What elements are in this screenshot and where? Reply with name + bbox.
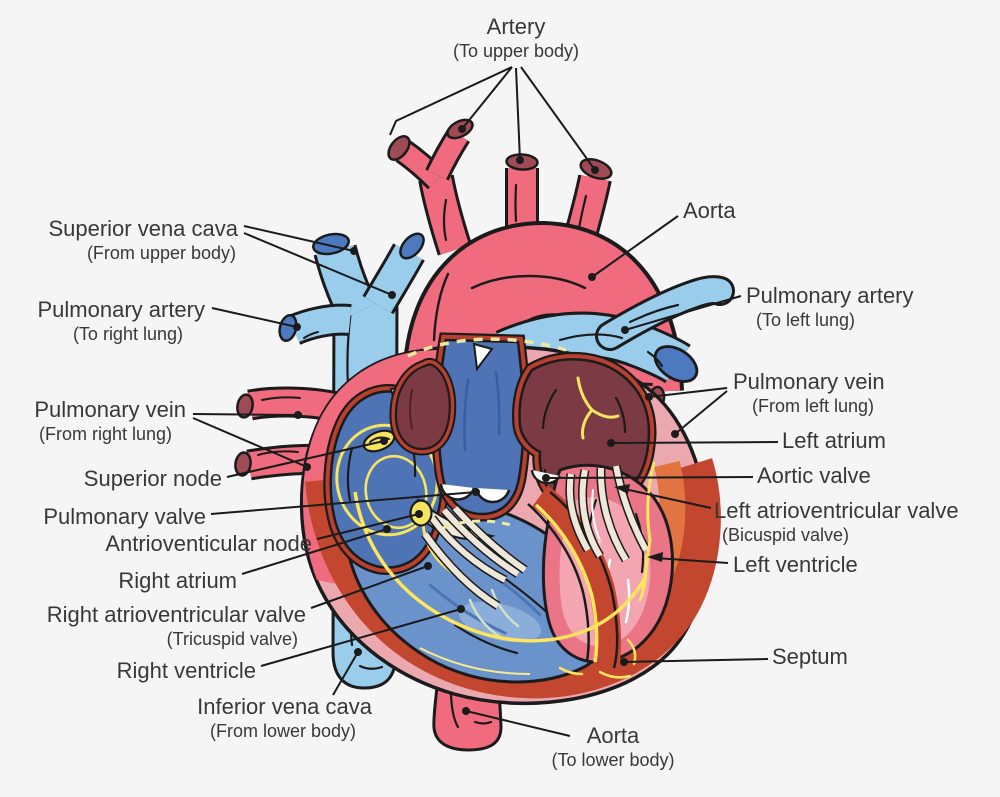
- leader-pa-right: [211, 307, 298, 328]
- label-aorta-lower: Aorta (To lower body): [551, 723, 674, 772]
- leader-left-atrium: [610, 441, 779, 444]
- label-text: Left ventricle: [733, 552, 858, 577]
- label-subtext: (From upper body): [86, 242, 236, 263]
- arrowhead-left-av-valve: [614, 484, 630, 494]
- label-subtext: (Bicuspid valve): [722, 524, 850, 545]
- svc-opening-left: [312, 232, 350, 256]
- label-text: Right ventricle: [116, 658, 256, 683]
- leader-left-ventricle: [654, 557, 729, 564]
- pa-left-opening: [653, 345, 699, 383]
- tricuspid-chordae: [416, 498, 528, 610]
- label-text: Antrioventicular node: [105, 531, 312, 556]
- dashed-pathway: [407, 337, 567, 530]
- leader-lines: [192, 66, 779, 737]
- label-subtext: (To right lung): [72, 323, 183, 344]
- label-text: Aortic valve: [757, 463, 871, 488]
- label-septum: Septum: [772, 644, 848, 671]
- leader-av-node: [316, 513, 420, 540]
- label-text: Left atrium: [782, 428, 886, 453]
- label-pulmonary-vein-left: Pulmonary vein (From left lung): [733, 369, 885, 418]
- leader-right-atrium: [241, 528, 388, 575]
- label-text: Right atrioventricular valve: [46, 602, 306, 627]
- label-subtext: (From left lung): [752, 395, 875, 416]
- label-left-atrium: Left atrium: [782, 428, 886, 455]
- label-subtext: (To left lung): [756, 309, 856, 330]
- label-text: Left atrioventricular valve: [714, 498, 959, 523]
- leader-right-ventricle: [260, 608, 462, 667]
- leader-ivc: [332, 651, 359, 696]
- label-antrioventicular-node: Antrioventicular node: [105, 531, 312, 558]
- label-subtext: (From right lung): [38, 423, 172, 444]
- artery-opening-1: [387, 135, 411, 161]
- label-text: Aorta: [586, 723, 640, 748]
- label-subtext: (To lower body): [551, 749, 675, 770]
- leader-pulmonary-valve: [210, 491, 477, 515]
- label-text: Inferior vena cava: [197, 694, 372, 719]
- leader-septum: [623, 658, 769, 663]
- label-text: Pulmonary artery: [746, 283, 914, 308]
- leader-artery-upper-1: [389, 66, 513, 136]
- leader-aorta: [591, 215, 679, 278]
- leader-pv-left-2: [674, 390, 728, 435]
- label-left-av-valve: Left atrioventricular valve (Bicuspid va…: [714, 498, 959, 547]
- leader-artery-upper-2: [461, 66, 513, 130]
- heart-body: [299, 332, 721, 706]
- label-aorta: Aorta: [683, 198, 736, 225]
- label-superior-vena-cava: Superior vena cava (From upper body): [48, 216, 238, 265]
- leader-svc-1: [243, 225, 355, 252]
- label-right-atrium: Right atrium: [118, 568, 237, 595]
- label-pulmonary-artery-left: Pulmonary artery (To left lung): [746, 283, 914, 332]
- leader-artery-upper-4: [520, 66, 596, 171]
- trunk-white-notch: [472, 342, 494, 372]
- sa-node: [362, 429, 396, 453]
- label-left-ventricle: Left ventricle: [733, 552, 858, 579]
- atrial-appendage: [389, 358, 457, 456]
- label-pulmonary-artery-right: Pulmonary artery (To right lung): [37, 297, 205, 346]
- label-text: Artery: [486, 14, 546, 39]
- leader-svc-2: [243, 232, 393, 296]
- label-artery-upper: Artery (To upper body): [453, 14, 579, 63]
- label-right-av-valve: Right atrioventricular valve (Tricuspid …: [47, 602, 306, 651]
- label-text: Pulmonary vein: [34, 397, 186, 422]
- leader-pv-left-1: [648, 387, 728, 398]
- leader-pv-right-1: [192, 413, 299, 416]
- leader-pa-left: [624, 295, 742, 331]
- label-text: Superior node: [83, 466, 222, 491]
- la-conduction-fiber: [576, 376, 620, 440]
- superior-vena-cava: [312, 232, 425, 322]
- label-text: Right atrium: [118, 568, 237, 593]
- pulmonary-artery-left-lung: [495, 275, 735, 384]
- arrowhead-left-ventricle: [647, 552, 663, 562]
- leader-left-av-valve: [619, 487, 712, 509]
- label-text: Aorta: [683, 198, 736, 223]
- leader-right-av-valve: [310, 565, 429, 609]
- label-text: Superior vena cava: [48, 216, 238, 241]
- label-subtext: (From lower body): [209, 720, 356, 741]
- leader-pv-right-2: [192, 417, 308, 468]
- label-text: Pulmonary valve: [43, 504, 206, 529]
- leader-superior-node: [226, 440, 385, 478]
- leader-aortic-valve: [545, 476, 754, 479]
- svc-opening-right: [399, 232, 425, 260]
- label-subtext: (Tricuspid valve): [166, 628, 298, 649]
- label-superior-node: Superior node: [84, 466, 222, 493]
- label-pulmonary-vein-right: Pulmonary vein (From right lung): [34, 397, 186, 446]
- label-aortic-valve: Aortic valve: [757, 463, 871, 490]
- label-text: Pulmonary artery: [37, 297, 205, 322]
- label-right-ventricle: Right ventricle: [117, 658, 256, 685]
- leader-artery-upper-3: [515, 67, 521, 161]
- label-subtext: (To upper body): [452, 40, 580, 61]
- label-inferior-vena-cava: Inferior vena cava (From lower body): [197, 694, 372, 743]
- label-pulmonary-valve: Pulmonary valve: [43, 504, 206, 531]
- label-text: Pulmonary vein: [733, 369, 885, 394]
- label-text: Septum: [772, 644, 848, 669]
- mitral-chordae: [565, 465, 650, 563]
- leader-aorta-lower: [465, 710, 571, 737]
- conduction-loop-inner: [364, 454, 428, 530]
